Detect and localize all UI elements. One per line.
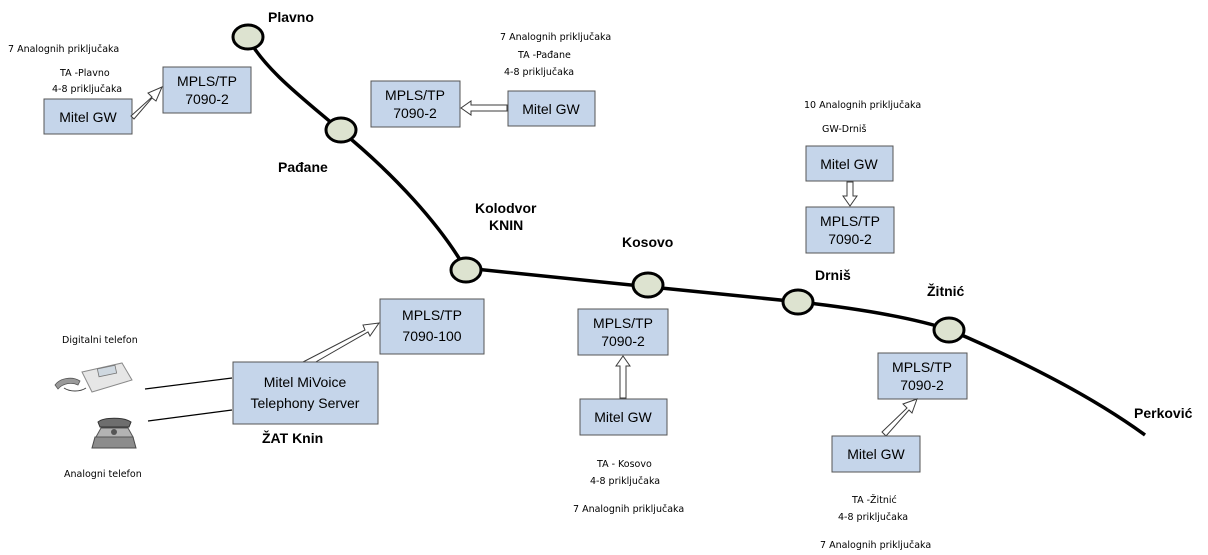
station-node-knin (449, 256, 483, 284)
knin-mpls-box: MPLS/TP 7090-100 (379, 298, 485, 355)
kosovo-analog-ports: 7 Analognih priključaka (573, 504, 684, 515)
station-node-kosovo (631, 271, 665, 299)
digital-phone-label: Digitalni telefon (62, 335, 138, 346)
station-label-zitnic: Žitnić (927, 282, 965, 299)
server-label-line2: Telephony Server (251, 395, 360, 411)
padjane-ta-ports: 4-8 priključaka (504, 67, 574, 78)
station-label-perkovic: Perković (1134, 405, 1193, 421)
server-caption: ŽAT Knin (262, 429, 323, 446)
server-label-line1: Mitel MiVoice (264, 374, 347, 390)
drnis-gw-label: Mitel GW (820, 156, 878, 172)
plavno-gw-box: Mitel GW (43, 98, 133, 135)
plavno-mpls-line2: 7090-2 (185, 91, 229, 107)
station-label-padjane: Pađane (278, 159, 328, 175)
kosovo-ta-ports: 4-8 priključaka (590, 476, 660, 487)
zitnic-mpls-line1: MPLS/TP (892, 359, 952, 375)
station-label-knin-line1: Kolodvor (475, 200, 537, 216)
drnis-mpls-line2: 7090-2 (828, 231, 872, 247)
zitnic-ta-ports: 4-8 priključaka (838, 512, 908, 523)
station-node-drnis (781, 288, 815, 316)
analog-phone-icon (91, 417, 137, 449)
analog-phone-label: Analogni telefon (64, 469, 142, 480)
knin-link-arrow (302, 322, 381, 368)
station-node-zitnic (932, 316, 966, 344)
kosovo-mpls-line1: MPLS/TP (593, 315, 653, 331)
kosovo-gw-label: Mitel GW (594, 409, 652, 425)
plavno-gw-label: Mitel GW (59, 109, 117, 125)
padjane-mpls-line2: 7090-2 (393, 105, 437, 121)
kosovo-mpls-box: MPLS/TP 7090-2 (577, 308, 669, 356)
padjane-analog-ports: 7 Analognih priključaka (500, 32, 611, 43)
zitnic-link-arrow (881, 398, 918, 437)
plavno-analog-ports: 7 Analognih priključaka (8, 44, 119, 55)
analog-phone-connector (147, 409, 233, 422)
drnis-mpls-box: MPLS/TP 7090-2 (805, 206, 895, 254)
padjane-mpls-line1: MPLS/TP (385, 87, 445, 103)
zitnic-mpls-box: MPLS/TP 7090-2 (877, 352, 968, 400)
drnis-mpls-line1: MPLS/TP (820, 213, 880, 229)
zitnic-analog-ports: 7 Analognih priključaka (820, 540, 931, 551)
padjane-ta-name: TA -Pađane (517, 50, 571, 61)
telephony-server-box: Mitel MiVoice Telephony Server (232, 361, 379, 425)
kosovo-ta-name: TA - Kosovo (596, 459, 652, 470)
kosovo-link-arrow (615, 355, 631, 399)
zitnic-mpls-line2: 7090-2 (900, 377, 944, 393)
station-node-padjane (324, 116, 358, 144)
station-label-plavno: Plavno (268, 9, 314, 25)
station-node-plavno (231, 23, 265, 51)
station-label-kosovo: Kosovo (622, 234, 673, 250)
zitnic-gw-box: Mitel GW (831, 435, 921, 473)
drnis-link-arrow (842, 181, 858, 207)
station-label-knin-line2: KNIN (489, 217, 523, 233)
plavno-ta-name: TA -Plavno (59, 68, 110, 79)
padjane-mpls-box: MPLS/TP 7090-2 (370, 80, 461, 128)
padjane-gw-label: Mitel GW (522, 101, 580, 117)
padjane-gw-box: Mitel GW (507, 90, 596, 127)
plavno-ta-ports: 4-8 priključaka (52, 84, 122, 95)
plavno-mpls-box: MPLS/TP 7090-2 (162, 66, 252, 114)
plavno-link-arrow (130, 86, 163, 120)
kosovo-mpls-line2: 7090-2 (601, 333, 645, 349)
zitnic-ta-name: TA -Žitnić (851, 494, 897, 506)
kosovo-gw-box: Mitel GW (579, 398, 668, 436)
plavno-mpls-line1: MPLS/TP (177, 73, 237, 89)
station-label-drnis: Drniš (815, 267, 851, 283)
padjane-link-arrow (460, 100, 508, 116)
zitnic-gw-label: Mitel GW (847, 446, 905, 462)
digital-phone-connector (144, 377, 233, 390)
knin-mpls-line1: MPLS/TP (402, 307, 462, 323)
digital-phone-icon (54, 362, 133, 393)
knin-mpls-line2: 7090-100 (402, 328, 461, 344)
drnis-gw-name: GW-Drniš (822, 124, 867, 135)
drnis-gw-box: Mitel GW (805, 145, 894, 182)
drnis-analog-ports: 10 Analognih priključaka (804, 100, 921, 111)
